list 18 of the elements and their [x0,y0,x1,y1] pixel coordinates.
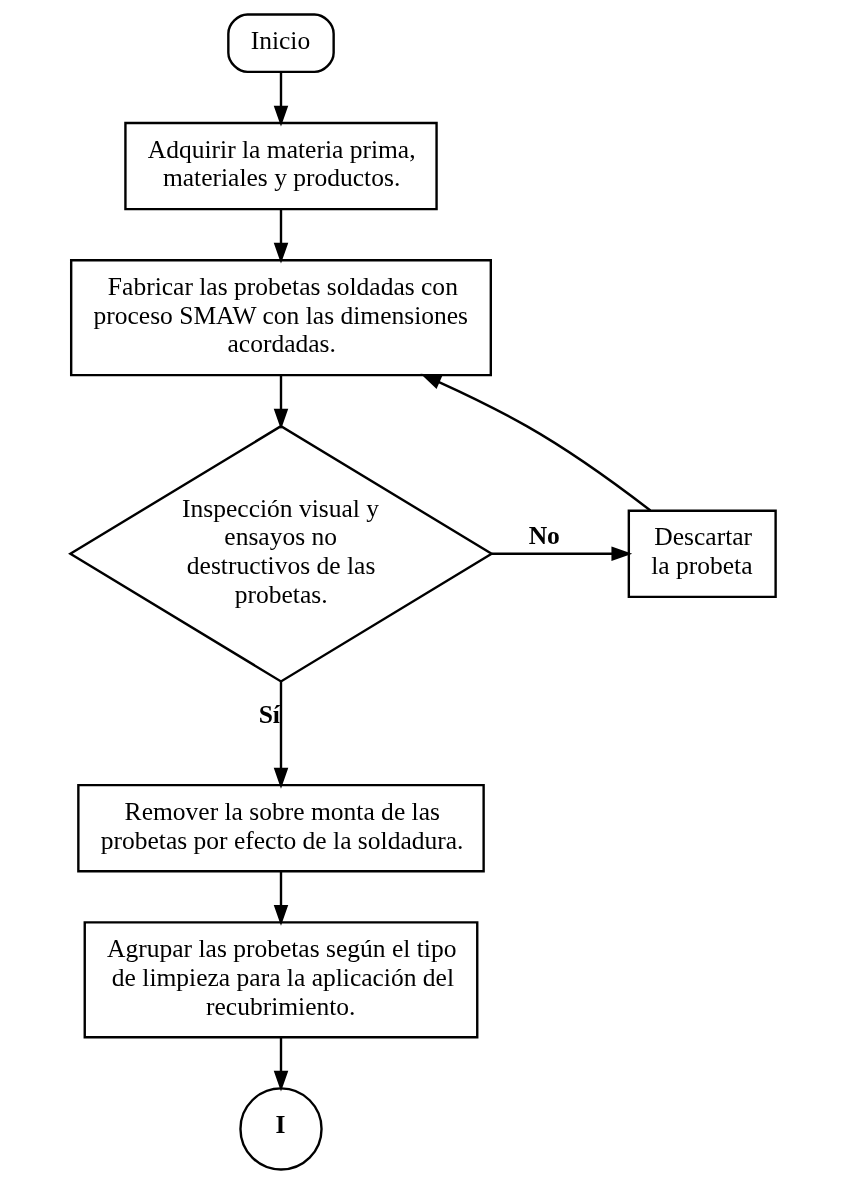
arrow [273,375,289,430]
node-diamond: Inspección visual y ensayos no destructivos de las probetas. [68,424,494,683]
arrow [273,1037,289,1092]
arrow [491,546,633,562]
node-circle: I [239,1087,323,1171]
edge-label: Sí [258,700,280,730]
arrow [273,209,289,264]
node-box: Fabricar las probetas soldadas con proceso SMAW con las dimensiones acordadas. [70,259,492,377]
arrow [273,681,289,789]
node-box: Agrupar las probetas según el tipo de limpieza para la aplicación del recubrimiento. [83,921,479,1039]
node-box: Remover la sobre monta de las probetas por efecto de la soldadura. [77,783,485,873]
arrow [273,71,289,127]
arrow [420,373,652,512]
arrow [273,871,289,926]
node-box: Inicio [227,13,335,74]
node-box: Adquirir la materia prima, materiales y productos. [124,121,438,211]
edge-label: No [528,520,560,550]
node-box: Descartar la probeta [627,509,777,599]
